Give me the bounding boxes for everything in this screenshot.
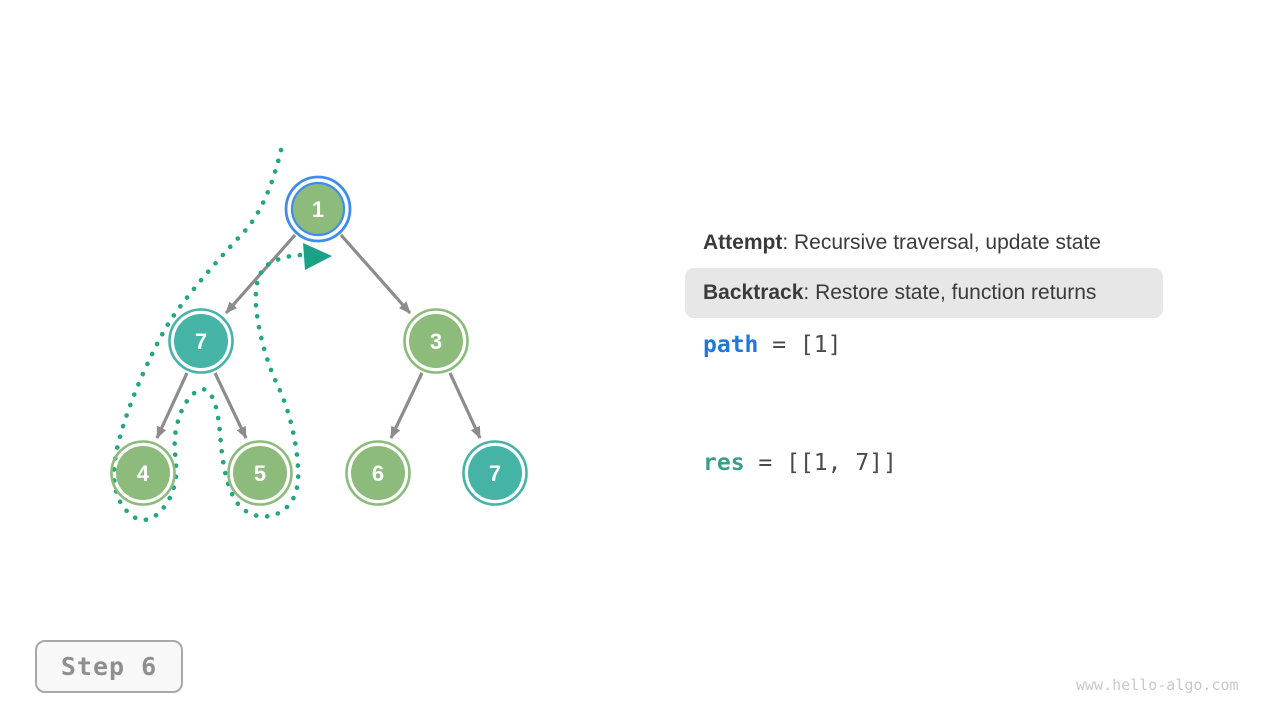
step-label: Step 6 bbox=[60, 652, 158, 681]
attempt-label: Attempt bbox=[703, 231, 783, 254]
tree-node-5: 5 bbox=[227, 440, 293, 506]
res-variable-name: res bbox=[703, 450, 745, 476]
tree-edge-3-6 bbox=[389, 372, 424, 439]
tree-node-label: 7 bbox=[489, 461, 501, 486]
tree-edge-1-3 bbox=[339, 233, 412, 315]
path-variable-name: path bbox=[703, 332, 759, 358]
tree-node-label: 7 bbox=[195, 329, 207, 354]
tree-node-1: 1 bbox=[284, 175, 352, 243]
tree-node-4: 4 bbox=[110, 440, 176, 506]
tree-node-6: 6 bbox=[345, 440, 411, 506]
path-variable-value: = [1] bbox=[758, 332, 842, 358]
path-variable-line: path = [1] bbox=[703, 332, 841, 358]
backtrack-legend: Backtrack: Restore state, function retur… bbox=[685, 268, 1163, 318]
attempt-text: : Recursive traversal, update state bbox=[782, 231, 1101, 254]
res-variable-line: res = [[1, 7]] bbox=[703, 450, 897, 476]
tree-node-label: 5 bbox=[254, 461, 266, 486]
tree-node-label: 4 bbox=[137, 461, 150, 486]
tree-edge-3-7 bbox=[448, 372, 482, 439]
backtrack-label: Backtrack bbox=[703, 281, 804, 304]
tree-node-7-right: 7 bbox=[462, 440, 528, 506]
traversal-direction-arrow-icon bbox=[303, 243, 332, 270]
tree-node-label: 3 bbox=[430, 329, 442, 354]
backtrack-text: : Restore state, function returns bbox=[803, 281, 1097, 304]
tree-node-7-left: 7 bbox=[168, 308, 234, 374]
tree-node-label: 6 bbox=[372, 461, 384, 486]
tree-diagram: 1 7 3 4 5 6 bbox=[110, 147, 528, 523]
res-variable-value: = [[1, 7]] bbox=[744, 450, 897, 476]
tree-edges bbox=[155, 233, 482, 439]
tree-node-label: 1 bbox=[312, 197, 324, 222]
watermark-text: www.hello-algo.com bbox=[1076, 676, 1239, 694]
attempt-legend: Attempt: Recursive traversal, update sta… bbox=[703, 231, 1101, 255]
tree-node-3: 3 bbox=[403, 308, 469, 374]
traversal-trace-dotted-path bbox=[111, 147, 308, 523]
step-badge: Step 6 bbox=[35, 640, 183, 693]
tree-edge-7-4 bbox=[155, 372, 189, 439]
tree-edge-7-5 bbox=[213, 372, 248, 439]
